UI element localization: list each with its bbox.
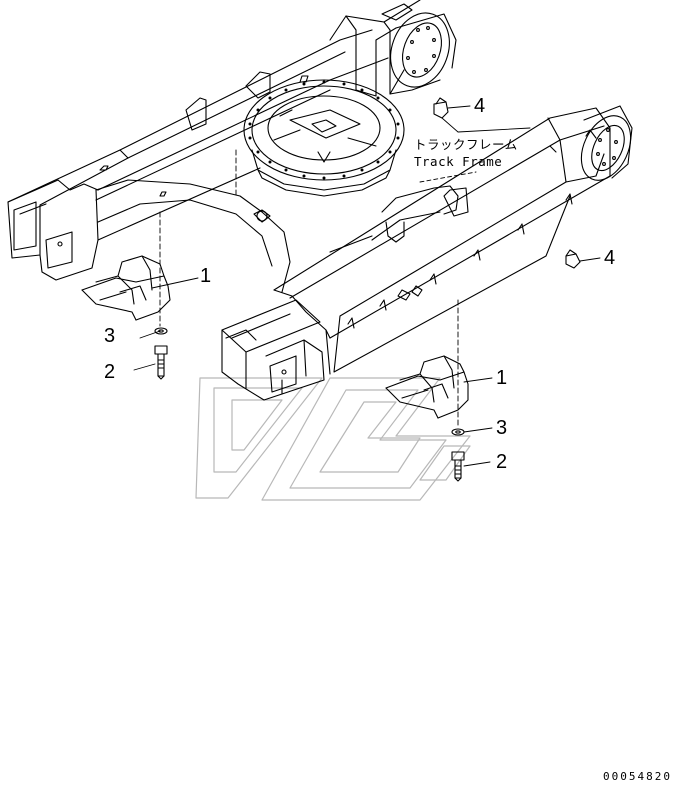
callout-4-upper: 4 <box>474 95 486 117</box>
callout-1-right: 1 <box>496 367 508 389</box>
left-bolt-washer <box>154 327 168 380</box>
callout-3-right: 3 <box>496 417 508 439</box>
track-frame-label-jp: トラックフレーム <box>414 137 518 152</box>
left-track-frame <box>7 0 457 293</box>
right-roller-guard <box>385 355 469 419</box>
plug-upper <box>433 97 449 119</box>
left-roller-guard <box>81 255 171 321</box>
track-frame-label: トラックフレーム Track Frame <box>414 136 518 170</box>
callout-4-lower: 4 <box>604 247 616 269</box>
drawing-number: 00054820 <box>603 770 672 783</box>
swing-circle <box>243 79 405 197</box>
right-bolt-washer <box>451 428 465 482</box>
watermark-logo <box>195 377 471 501</box>
leader-lines <box>133 105 601 467</box>
callout-2-right: 2 <box>496 451 508 473</box>
right-track-frame <box>221 105 633 401</box>
plug-lower <box>565 249 581 269</box>
callout-2-left: 2 <box>104 361 116 383</box>
track-frame-label-en: Track Frame <box>414 154 503 169</box>
callout-1-left: 1 <box>200 265 212 287</box>
callout-3-left: 3 <box>104 325 116 347</box>
